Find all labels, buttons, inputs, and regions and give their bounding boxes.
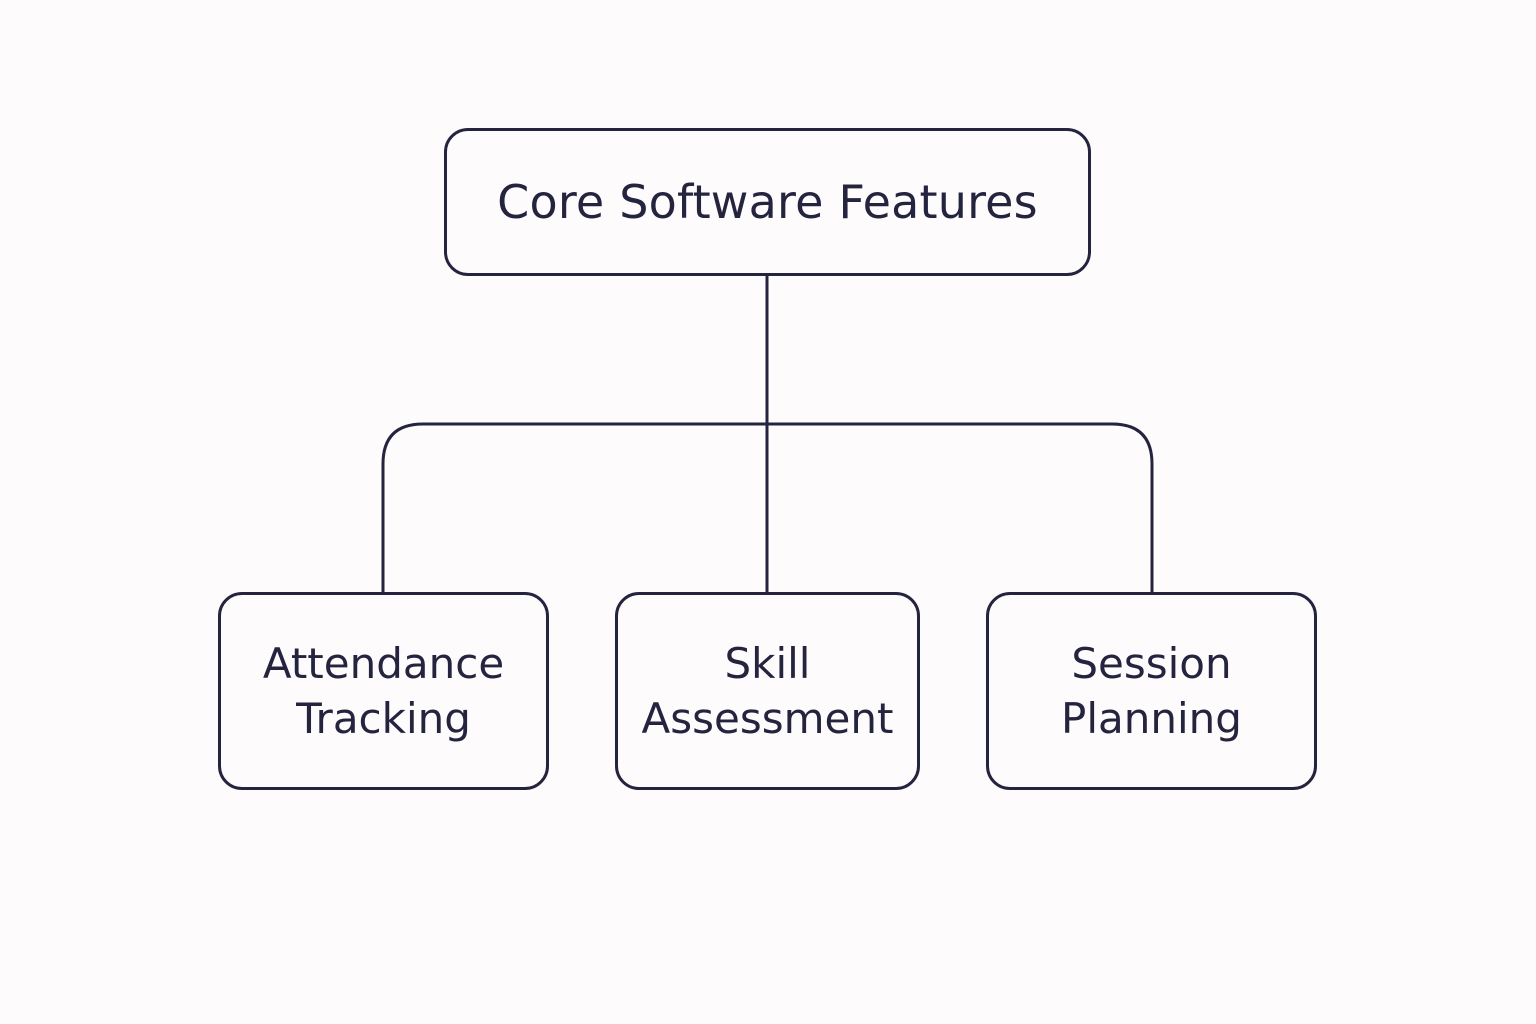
child-node-label-line-2: Tracking bbox=[296, 694, 471, 743]
child-node-session-planning: Session Planning bbox=[986, 592, 1317, 790]
child-node-label-line-1: Attendance bbox=[262, 638, 505, 688]
child-node-label-line-1: Session bbox=[1071, 638, 1232, 688]
child-node-skill-assessment: Skill Assessment bbox=[615, 592, 920, 790]
child-node-label-line-1: Skill bbox=[724, 638, 811, 688]
child-node-label-line-2: Planning bbox=[1061, 694, 1242, 743]
child-node-label-line-2: Assessment bbox=[641, 694, 894, 743]
child-node-attendance-tracking: Attendance Tracking bbox=[218, 592, 549, 790]
root-node-label: Core Software Features bbox=[497, 174, 1038, 229]
root-node: Core Software Features bbox=[444, 128, 1091, 276]
